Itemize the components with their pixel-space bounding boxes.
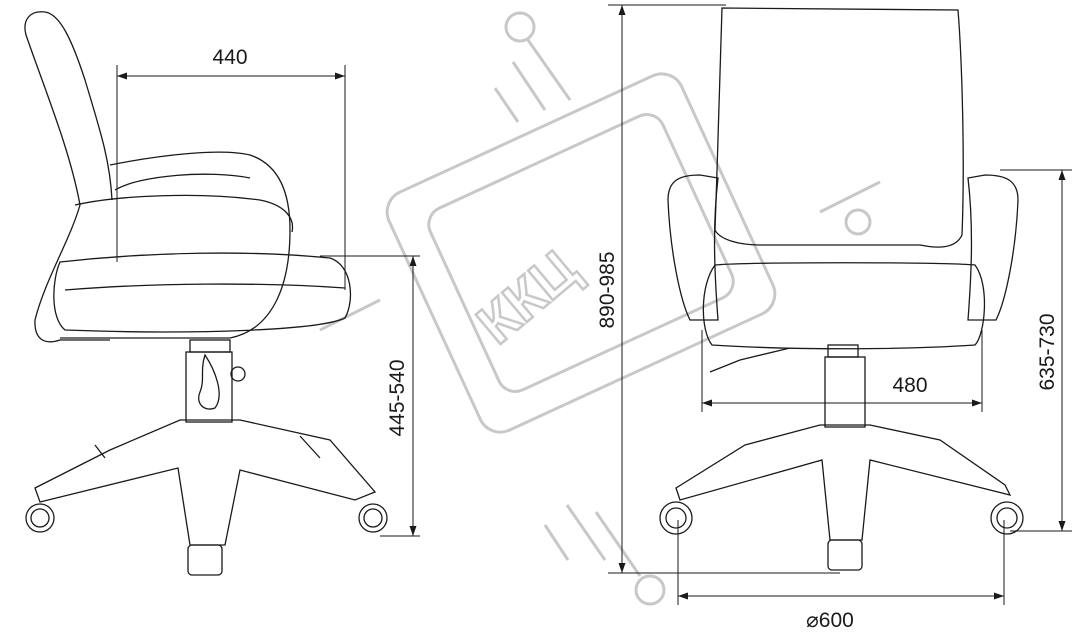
front-mechanism bbox=[827, 344, 859, 358]
side-knob bbox=[230, 366, 246, 382]
side-backrest-inner bbox=[44, 11, 113, 201]
watermark-line bbox=[819, 180, 881, 214]
label-seat-height: 445-540 bbox=[386, 359, 409, 436]
chair-front-view bbox=[659, 7, 1024, 571]
side-lever bbox=[198, 353, 220, 410]
side-caster-front bbox=[187, 544, 223, 576]
front-armrest-right bbox=[967, 174, 1019, 321]
side-armrest bbox=[60, 151, 291, 339]
front-backrest bbox=[714, 7, 964, 248]
front-gas-cylinder bbox=[824, 356, 866, 428]
side-caster-right bbox=[358, 503, 388, 533]
front-base bbox=[675, 424, 1012, 541]
front-caster-right-hub bbox=[996, 507, 1018, 529]
side-gas-cylinder bbox=[185, 351, 233, 423]
watermark-line bbox=[493, 87, 520, 123]
side-caster-left-hub bbox=[30, 508, 50, 528]
watermark-line bbox=[319, 298, 381, 332]
dimension-seat-depth: 440 bbox=[116, 46, 346, 290]
label-base-diameter: ⌀600 bbox=[806, 609, 854, 632]
front-caster-center bbox=[827, 539, 863, 571]
front-caster-left-hub bbox=[665, 507, 687, 529]
dimension-total-height: 890-985 bbox=[596, 4, 840, 574]
label-seat-width: 480 bbox=[892, 374, 927, 397]
watermark-circle-bottom bbox=[634, 574, 666, 606]
side-mechanism bbox=[189, 339, 231, 353]
side-base-detail bbox=[94, 435, 321, 459]
label-seat-depth: 440 bbox=[212, 46, 247, 69]
front-caster-left bbox=[659, 501, 693, 535]
side-backrest bbox=[24, 11, 110, 343]
chair-side-view bbox=[24, 11, 388, 576]
side-caster-left bbox=[25, 503, 55, 533]
side-armrest-inner bbox=[74, 173, 294, 233]
watermark-line bbox=[543, 524, 570, 561]
side-seat-line bbox=[64, 283, 346, 291]
watermark-inner-frame bbox=[427, 113, 735, 393]
dimension-armrest-height: 635-730 bbox=[1000, 169, 1072, 532]
watermark-line bbox=[526, 39, 572, 101]
watermark-line bbox=[565, 504, 607, 561]
label-armrest-height: 635-730 bbox=[1036, 313, 1059, 390]
watermark-outer-frame bbox=[385, 72, 777, 434]
dimension-seat-width: 480 bbox=[701, 330, 983, 412]
front-lever bbox=[709, 347, 791, 373]
front-seat bbox=[702, 262, 986, 350]
watermark-line bbox=[511, 61, 547, 111]
label-total-height: 890-985 bbox=[596, 251, 619, 328]
side-base bbox=[34, 419, 377, 546]
side-caster-right-hub bbox=[363, 508, 383, 528]
front-caster-right bbox=[990, 501, 1024, 535]
dimension-seat-height: 445-540 bbox=[320, 255, 420, 537]
dimension-base-diameter: ⌀600 bbox=[677, 520, 1005, 632]
side-seat bbox=[53, 252, 352, 333]
watermark-text: ККЦ bbox=[465, 237, 589, 356]
watermark-circle-top bbox=[504, 11, 536, 43]
watermark-line bbox=[594, 511, 642, 577]
watermark-circle-right bbox=[844, 208, 872, 236]
front-armrest-left bbox=[667, 174, 719, 321]
